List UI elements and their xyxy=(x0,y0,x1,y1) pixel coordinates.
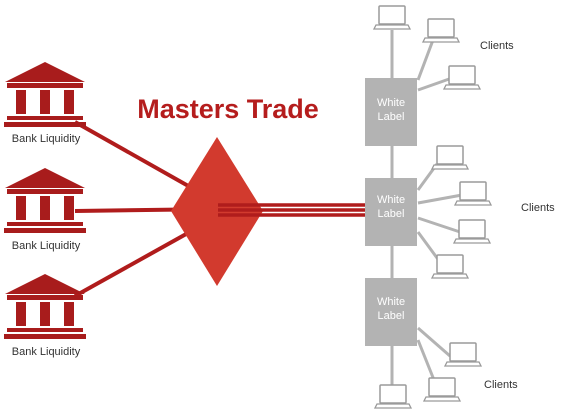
clients-label-bottom: Clients xyxy=(484,379,518,391)
white-label-3-line1: White xyxy=(377,296,405,308)
diagram-title: Masters Trade xyxy=(137,94,319,124)
laptop-icon xyxy=(431,145,469,170)
white-label-1-line1: White xyxy=(377,97,405,109)
bank-icon xyxy=(4,62,86,127)
laptop-icon xyxy=(443,65,481,90)
bank-3: Bank Liquidity xyxy=(4,274,86,358)
white-label-1: White Label xyxy=(365,78,417,146)
bank-icon xyxy=(4,168,86,233)
white-label-1-line2: Label xyxy=(378,111,405,123)
bank-2: Bank Liquidity xyxy=(4,168,86,252)
bank-2-label: Bank Liquidity xyxy=(12,240,81,252)
bank-3-label: Bank Liquidity xyxy=(12,346,81,358)
laptop-icon xyxy=(422,18,460,43)
laptop-icon xyxy=(423,377,461,402)
laptop-icon xyxy=(374,384,412,409)
bank-1: Bank Liquidity xyxy=(4,62,86,145)
bank-1-label: Bank Liquidity xyxy=(12,133,81,145)
clients-label-top: Clients xyxy=(480,40,514,52)
bank-icon xyxy=(4,274,86,339)
trade-hub-diamond xyxy=(171,137,263,286)
laptop-icon xyxy=(453,219,491,244)
white-label-2-line2: Label xyxy=(378,208,405,220)
white-label-3: White Label xyxy=(365,278,417,346)
laptop-icon xyxy=(431,254,469,279)
hub-to-whitelabel-lines xyxy=(218,203,365,217)
laptop-icon xyxy=(444,342,482,367)
laptop-icon xyxy=(373,5,411,30)
white-label-2: White Label xyxy=(365,178,417,246)
white-label-2-line1: White xyxy=(377,194,405,206)
laptop-icon xyxy=(454,181,492,206)
white-label-3-line2: Label xyxy=(378,310,405,322)
clients-label-middle: Clients xyxy=(521,202,555,214)
